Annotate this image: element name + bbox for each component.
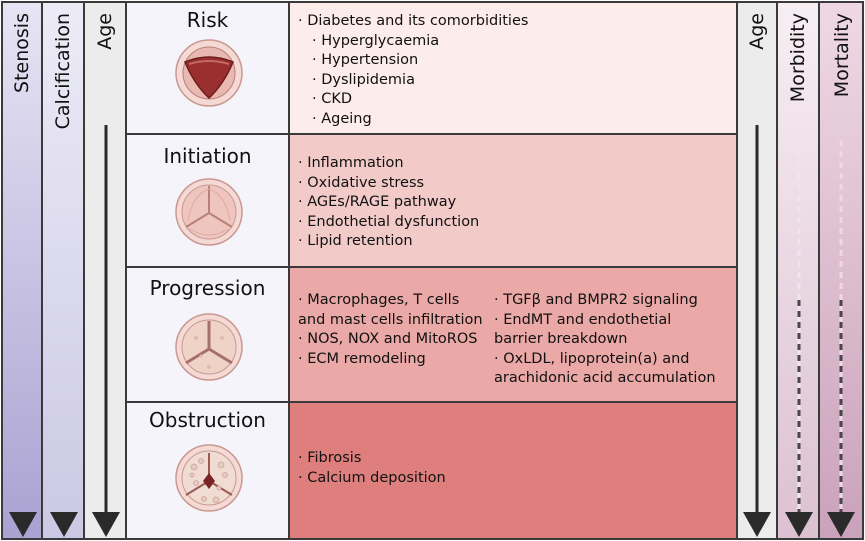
risk-subitem: · Hypertension bbox=[312, 52, 419, 68]
obstruction-item: · Calcium deposition bbox=[298, 469, 446, 486]
progression-item: · ECM remodeling bbox=[298, 350, 426, 367]
progression-item: · TGFβ and BMPR2 signaling bbox=[494, 292, 698, 308]
risk-valve-icon bbox=[175, 39, 243, 107]
risk-item: · Diabetes and its comorbidities bbox=[298, 13, 529, 29]
mortality-arrow bbox=[827, 140, 855, 537]
risk-subitem: · Ageing bbox=[312, 110, 372, 127]
progression-item: · OxLDL, lipoprotein(a) and bbox=[494, 350, 690, 367]
risk-stage-title: Risk bbox=[186, 8, 229, 32]
row-divider-3 bbox=[127, 401, 736, 403]
obstruction-valve-icon bbox=[175, 444, 243, 512]
risk-subitem: · Dyslipidemia bbox=[312, 71, 415, 88]
obstruction-text: · Fibrosis · Calcium deposition bbox=[298, 449, 446, 488]
initiation-item: · Inflammation bbox=[298, 155, 404, 171]
progression-stage-title: Progression bbox=[149, 276, 266, 300]
progression-text-left: · Macrophages, T cells and mast cells in… bbox=[298, 291, 483, 369]
age-left-arrow bbox=[92, 125, 120, 537]
initiation-item: · Oxidative stress bbox=[298, 174, 425, 191]
obstruction-item: · Fibrosis bbox=[298, 450, 362, 466]
risk-text: · Diabetes and its comorbidities · Hyper… bbox=[298, 12, 528, 129]
initiation-item: · Endothetial dysfunction bbox=[298, 213, 480, 230]
initiation-content-box bbox=[290, 135, 736, 266]
initiation-text: · Inflammation · Oxidative stress · AGEs… bbox=[298, 154, 479, 252]
initiation-valve-icon bbox=[175, 178, 243, 246]
progression-item: · EndMT and endothetial bbox=[494, 311, 672, 328]
obstruction-stage-title: Obstruction bbox=[149, 408, 266, 432]
progression-item: arachidonic acid accumulation bbox=[494, 370, 716, 386]
row-divider-1 bbox=[127, 133, 736, 135]
initiation-item: · AGEs/RAGE pathway bbox=[298, 194, 457, 210]
progression-item: · NOS, NOX and MitoROS bbox=[298, 331, 478, 347]
age-right-arrow bbox=[743, 125, 771, 537]
initiation-item: · Lipid retention bbox=[298, 233, 413, 249]
column-divider bbox=[288, 3, 290, 538]
progression-item: and mast cells infiltration bbox=[298, 311, 483, 328]
risk-subitem: · CKD bbox=[312, 91, 353, 107]
initiation-stage-title: Initiation bbox=[163, 144, 252, 168]
progression-text-right: · TGFβ and BMPR2 signaling · EndMT and e… bbox=[494, 291, 716, 389]
calcification-arrow bbox=[50, 140, 78, 537]
risk-content-box bbox=[290, 3, 736, 133]
risk-subitem: · Hyperglycaemia bbox=[312, 32, 440, 49]
row-divider-2 bbox=[127, 266, 736, 268]
stenosis-arrow bbox=[9, 120, 37, 537]
progression-content-box bbox=[290, 268, 736, 401]
progression-valve-icon bbox=[175, 313, 243, 381]
progression-item: · Macrophages, T cells bbox=[298, 292, 460, 308]
obstruction-content-box bbox=[290, 403, 736, 538]
progression-item: barrier breakdown bbox=[494, 331, 628, 347]
morbidity-arrow bbox=[785, 140, 813, 537]
